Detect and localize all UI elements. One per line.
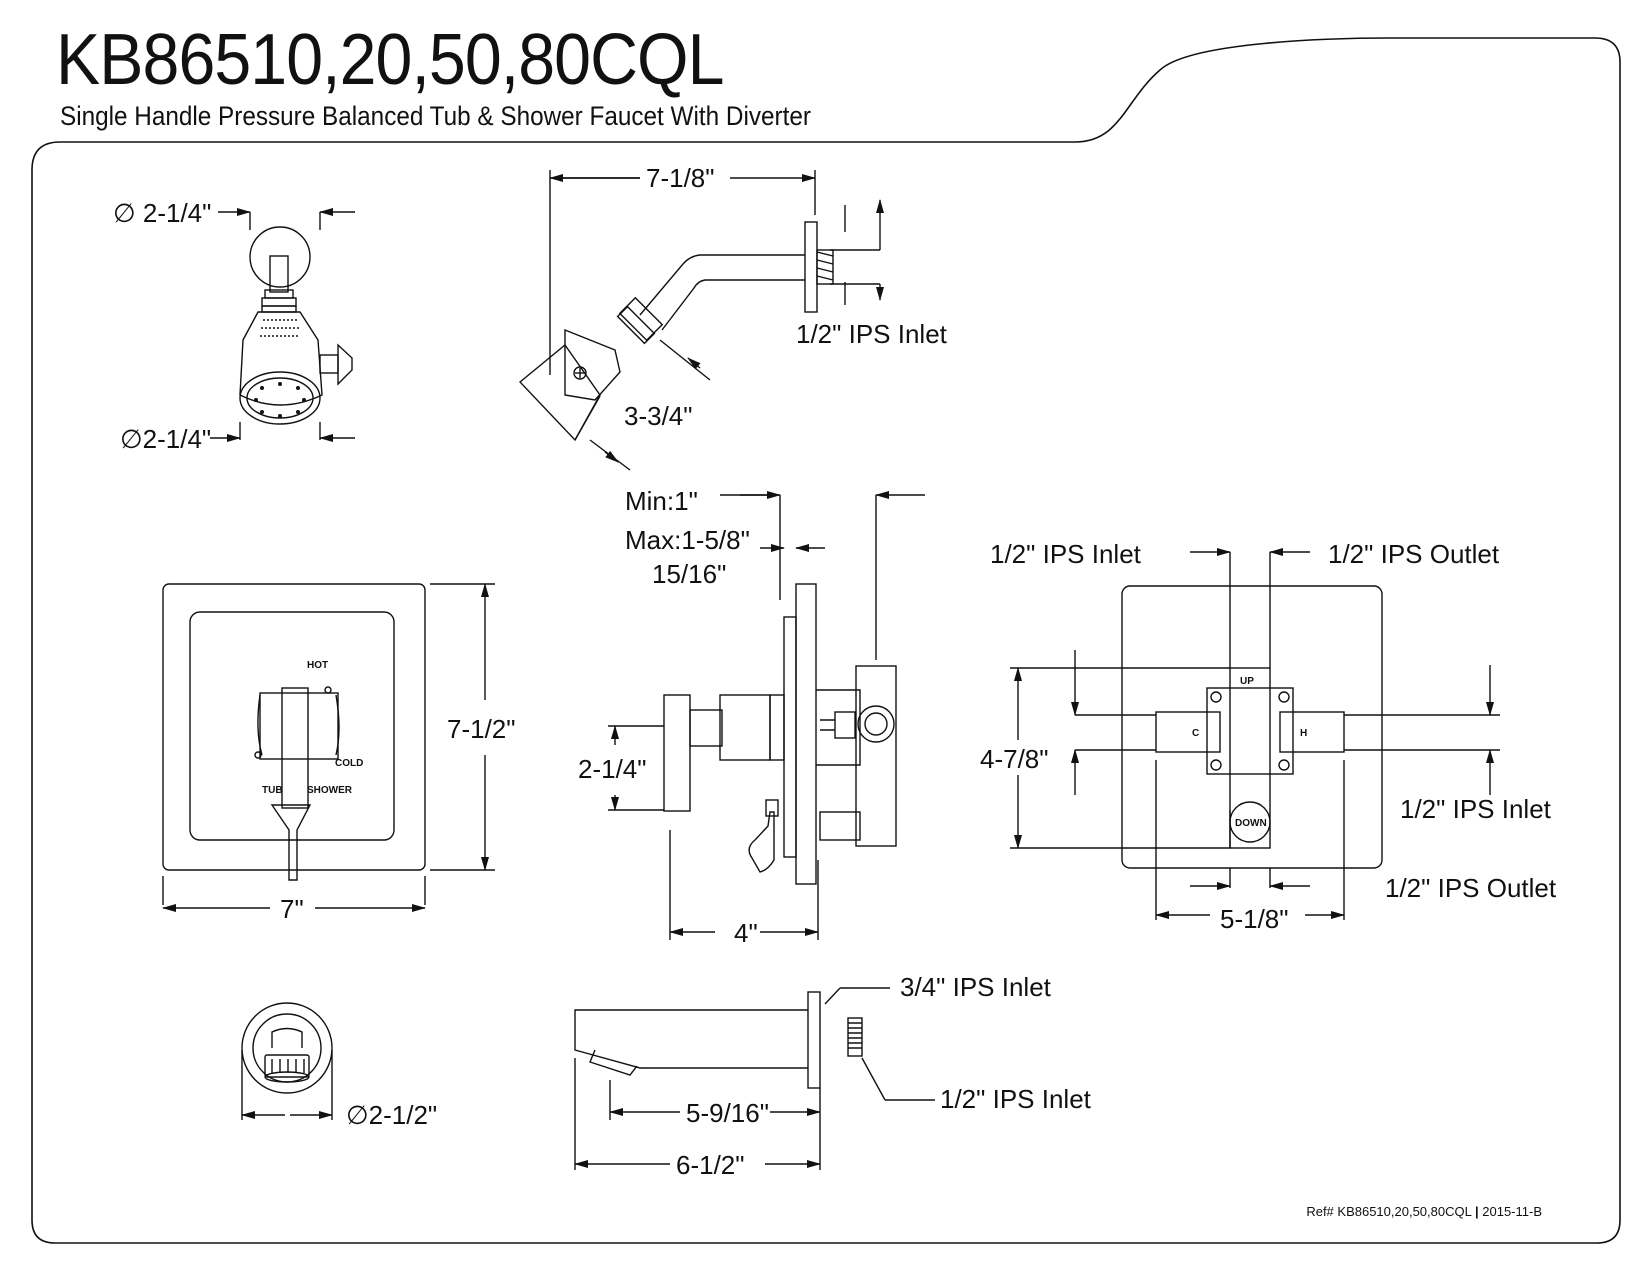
- trim-cold-label: COLD: [335, 758, 363, 769]
- valve-max-depth-label: Max:1-5/8": [625, 525, 750, 555]
- trim-height-label: 7-1/2": [447, 714, 516, 744]
- ref-number: Ref# KB86510,20,50,80CQL: [1306, 1204, 1472, 1219]
- trim-width-label: 7": [280, 894, 304, 924]
- showerarm-length-label: 7-1/8": [646, 163, 715, 193]
- rear-height-label: 4-7/8": [980, 744, 1049, 774]
- trim-shower-label: SHOWER: [307, 785, 353, 796]
- showerhead-length-label: 3-3/4": [624, 401, 693, 431]
- trim-plate-front-view: [162, 583, 495, 912]
- page-subtitle: Single Handle Pressure Balanced Tub & Sh…: [60, 101, 811, 131]
- rear-hot-label: H: [1300, 728, 1307, 739]
- valve-offset-label: 15/16": [652, 559, 726, 589]
- showerarm-inlet-label: 1/2" IPS Inlet: [796, 319, 948, 349]
- spout-diameter-label: ∅2-1/2": [346, 1100, 437, 1130]
- spout-side-view: [574, 987, 935, 1170]
- showerhead-side-view: [518, 170, 884, 471]
- ref-revision: 2015-11-B: [1482, 1204, 1542, 1219]
- spout-reach-label: 5-9/16": [686, 1098, 769, 1128]
- ref-separator: |: [1474, 1204, 1479, 1219]
- rear-width-label: 5-1/8": [1220, 904, 1289, 934]
- valve-rear-view: [1010, 548, 1500, 920]
- rear-up-label: UP: [1240, 676, 1254, 687]
- rear-inlet-top-label: 1/2" IPS Inlet: [990, 539, 1142, 569]
- trim-tub-label: TUB: [262, 785, 283, 796]
- spout-small-inlet-label: 1/2" IPS Inlet: [940, 1084, 1092, 1114]
- valve-handle-height-label: 2-1/4": [578, 754, 647, 784]
- showerhead-front-view: [210, 208, 355, 442]
- page-title: KB86510,20,50,80CQL: [56, 20, 724, 100]
- sheet-border: [31, 37, 1621, 1244]
- rear-outlet-top-label: 1/2" IPS Outlet: [1328, 539, 1500, 569]
- spout-length-label: 6-1/2": [676, 1150, 745, 1180]
- rear-inlet-right-label: 1/2" IPS Inlet: [1400, 794, 1552, 824]
- spout-front-view: [241, 1002, 333, 1120]
- spout-large-inlet-label: 3/4" IPS Inlet: [900, 972, 1052, 1002]
- rear-down-label: DOWN: [1235, 818, 1267, 829]
- valve-min-depth-label: Min:1": [625, 486, 698, 516]
- rear-outlet-bottom-label: 1/2" IPS Outlet: [1385, 873, 1557, 903]
- showerhead-bottom-diameter-label: ∅2-1/4": [120, 424, 211, 454]
- valve-side-view: [608, 491, 925, 940]
- trim-hot-label: HOT: [307, 660, 328, 671]
- valve-depth-label: 4": [734, 918, 758, 948]
- reference-footer: Ref# KB86510,20,50,80CQL | 2015-11-B: [1306, 1204, 1542, 1219]
- rear-cold-label: C: [1192, 728, 1199, 739]
- showerhead-top-diameter-label: ∅ 2-1/4": [113, 198, 211, 228]
